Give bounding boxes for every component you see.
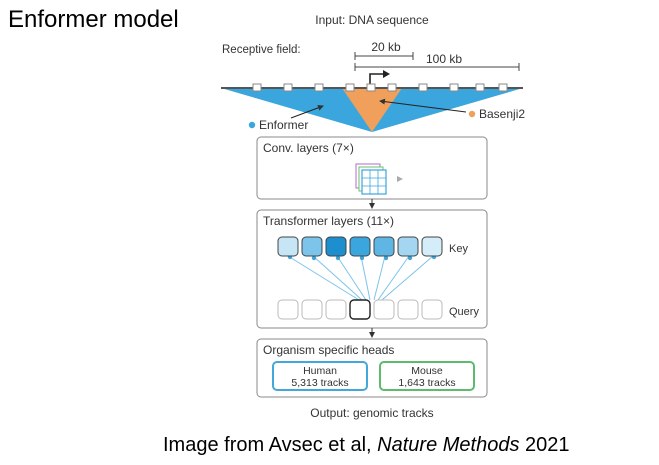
query-label: Query (449, 306, 479, 318)
citation-journal: Nature Methods (377, 434, 520, 456)
tss-arrow-head-icon (383, 70, 390, 78)
receptive-field-label: Receptive field: (222, 44, 301, 56)
dna-bins (252, 83, 508, 92)
mouse-head-name: Mouse (411, 365, 443, 377)
basenji-receptive-field (342, 88, 402, 132)
organism-heads-label: Organism specific heads (263, 343, 394, 357)
mouse-head-tracks: 1,643 tracks (398, 377, 455, 389)
citation-year: 2021 (519, 434, 570, 456)
enformer-diagram: Input: DNA sequence Receptive field: 20 … (221, 13, 525, 420)
basenji-legend-dot (468, 110, 476, 118)
range-100kb-label: 100 kb (426, 52, 462, 66)
range-20kb-label: 20 kb (371, 40, 401, 54)
conv-layers-label: Conv. layers (7×) (263, 141, 354, 155)
human-head-tracks: 5,313 tracks (291, 377, 348, 389)
enformer-pointer-icon (290, 104, 324, 119)
range-100kb-bracket (354, 63, 520, 71)
key-row (277, 236, 443, 257)
attention-lines (287, 255, 434, 301)
enformer-legend-label: Enformer (259, 118, 308, 132)
key-label: Key (449, 243, 468, 255)
human-head-name: Human (303, 365, 337, 377)
basenji-legend-label: Basenji2 (479, 107, 525, 121)
output-label: Output: genomic tracks (310, 406, 433, 420)
range-20kb-bracket (354, 52, 414, 60)
mouse-head-box (379, 361, 475, 391)
basenji-pointer-icon (379, 98, 467, 113)
query-row (277, 299, 443, 320)
image-citation: Image from Avsec et al, Nature Methods 2… (163, 434, 570, 457)
human-head-box (272, 361, 368, 391)
input-label: Input: DNA sequence (315, 13, 429, 27)
enformer-legend-dot (248, 121, 256, 129)
citation-prefix: Image from Avsec et al, (163, 434, 378, 456)
slide-title: Enformer model (8, 6, 179, 33)
tss-arrow-icon (369, 73, 384, 88)
transformer-layers-label: Transformer layers (11×) (263, 214, 394, 228)
conv-grid-icon (355, 163, 403, 195)
